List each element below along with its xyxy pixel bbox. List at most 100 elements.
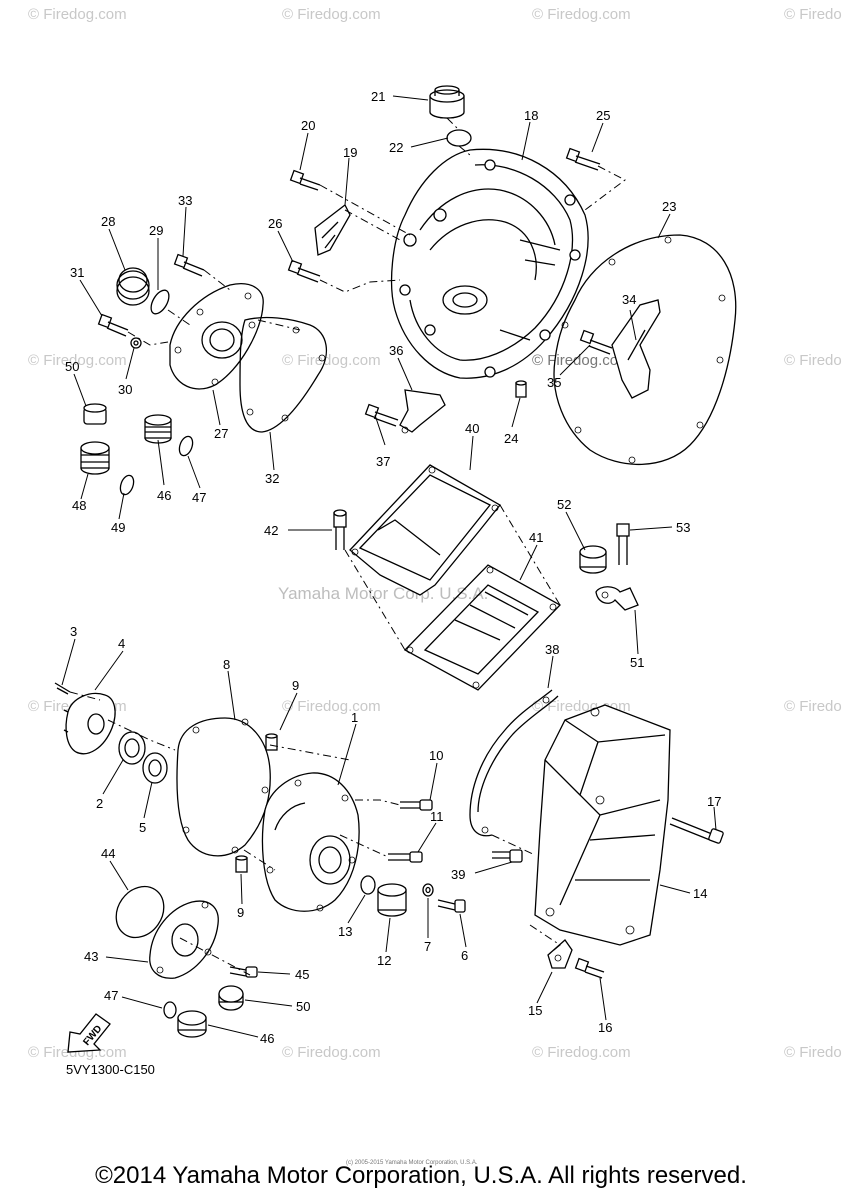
o-ring-22[interactable]	[446, 129, 472, 147]
callout-29: 29	[149, 223, 163, 238]
watermark: © Firedog.com	[28, 352, 127, 369]
callout-7: 7	[424, 939, 431, 954]
bracket-19[interactable]	[314, 204, 351, 256]
plug-12[interactable]	[377, 883, 407, 917]
assembly-line	[319, 117, 626, 293]
copyright-notice: ©2014 Yamaha Motor Corporation, U.S.A. A…	[95, 1162, 747, 1189]
callout-16: 16	[598, 1020, 612, 1035]
cover-40[interactable]	[349, 464, 501, 596]
rotor-4[interactable]	[63, 692, 116, 755]
cover-27[interactable]	[169, 283, 264, 390]
callout-50: 50	[296, 999, 310, 1014]
plug-46[interactable]	[144, 414, 172, 444]
generator-cover-1[interactable]	[261, 772, 360, 912]
o-ring-47[interactable]	[177, 435, 195, 458]
bracket-15[interactable]	[547, 939, 573, 969]
bolt-39[interactable]	[492, 849, 523, 863]
callout-leaders	[61, 95, 717, 1038]
dowel-24[interactable]	[515, 380, 527, 398]
bolt-16[interactable]	[574, 957, 605, 979]
bolt-17[interactable]	[669, 817, 724, 844]
callout-24: 24	[504, 431, 518, 446]
bolt-53[interactable]	[616, 523, 630, 565]
callout-45: 45	[295, 967, 309, 982]
bolt-25[interactable]	[565, 147, 601, 171]
fwd-arrow-icon: FWD	[67, 1013, 111, 1053]
callout-11: 11	[430, 809, 444, 824]
bearing-2[interactable]	[118, 731, 146, 765]
plug-50[interactable]	[218, 985, 244, 1011]
washer-30[interactable]	[130, 337, 142, 349]
gasket-32[interactable]	[239, 316, 328, 433]
callout-49: 49	[111, 520, 125, 535]
plate-34[interactable]	[611, 299, 661, 399]
watermark: © Firedog.com	[282, 698, 381, 715]
bolt-6[interactable]	[437, 899, 466, 913]
watermark: © Firedog.com	[28, 6, 127, 23]
o-ring-13[interactable]	[360, 875, 376, 895]
callout-43: 43	[84, 949, 98, 964]
o-ring-47[interactable]	[163, 1001, 177, 1019]
watermark: © Firedog.com	[282, 352, 381, 369]
bracket-51[interactable]	[595, 586, 639, 611]
o-ring-49[interactable]	[118, 474, 136, 497]
assembly-line	[344, 504, 561, 651]
callout-23: 23	[662, 199, 676, 214]
callout-44: 44	[101, 846, 115, 861]
o-ring-44[interactable]	[106, 877, 173, 946]
callout-28: 28	[101, 214, 115, 229]
callout-22: 22	[389, 140, 403, 155]
callout-34: 34	[622, 292, 636, 307]
watermark: © Firedog.com	[532, 352, 631, 369]
grommet-52[interactable]	[579, 545, 607, 574]
plug-48[interactable]	[80, 441, 110, 475]
dowel-9[interactable]	[235, 855, 248, 873]
o-ring-29[interactable]	[147, 287, 172, 317]
bracket-36[interactable]	[399, 389, 446, 434]
plug-50[interactable]	[83, 403, 107, 425]
bolt-26[interactable]	[287, 259, 321, 283]
callout-26: 26	[268, 216, 282, 231]
watermark: © Firedog.com	[784, 1044, 842, 1061]
watermark: © Firedog.com	[532, 6, 631, 23]
callout-17: 17	[707, 794, 721, 809]
oil-filler-cap-21[interactable]	[429, 85, 465, 119]
callout-1: 1	[351, 710, 358, 725]
pin-3[interactable]	[54, 682, 71, 695]
washer-7[interactable]	[422, 883, 434, 897]
diagram-code: 5VY1300-C150	[66, 1062, 155, 1077]
gasket-23[interactable]	[553, 234, 737, 466]
watermark: © Firedog.com	[532, 1044, 631, 1061]
plug-46[interactable]	[177, 1010, 207, 1038]
gasket-41[interactable]	[403, 564, 562, 691]
callout-3: 3	[70, 624, 77, 639]
callout-8: 8	[223, 657, 230, 672]
oil-seal-5[interactable]	[142, 752, 168, 784]
bolt-11[interactable]	[388, 851, 423, 863]
bolt-20[interactable]	[289, 169, 321, 191]
tiny-copyright: (c) 2005-2015 Yamaha Motor Corporation, …	[346, 1160, 478, 1166]
gasket-38[interactable]	[469, 689, 559, 837]
bolt-42[interactable]	[333, 509, 347, 550]
bolt-31[interactable]	[97, 313, 129, 337]
bolt-35[interactable]	[579, 329, 613, 355]
callout-50: 50	[65, 359, 79, 374]
bolt-37[interactable]	[364, 403, 399, 427]
gasket-8[interactable]	[176, 717, 271, 857]
callout-52: 52	[557, 497, 571, 512]
plug-28[interactable]	[116, 267, 150, 306]
cover-14[interactable]	[534, 704, 671, 946]
watermark: © Firedog.com	[784, 698, 842, 715]
callout-18: 18	[524, 108, 538, 123]
callout-42: 42	[264, 523, 278, 538]
callout-25: 25	[596, 108, 610, 123]
callout-2: 2	[96, 796, 103, 811]
assembly-line	[179, 937, 251, 976]
dowel-9[interactable]	[265, 733, 278, 751]
callout-9: 9	[237, 905, 244, 920]
bolt-33[interactable]	[173, 253, 205, 277]
clutch-cover-18[interactable]	[390, 148, 589, 379]
callout-33: 33	[178, 193, 192, 208]
bolt-10[interactable]	[400, 799, 433, 811]
